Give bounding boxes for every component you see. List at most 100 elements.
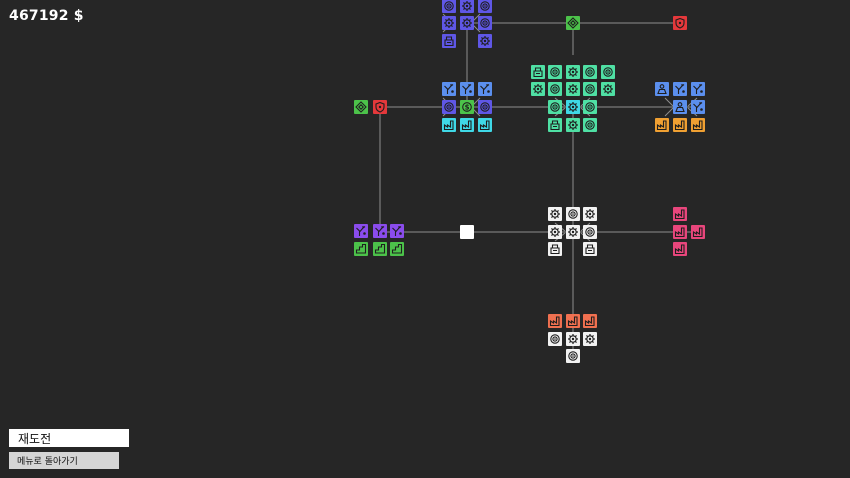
- gear-tile[interactable]: [566, 65, 580, 79]
- factory-icon: [549, 316, 560, 327]
- target-tile[interactable]: [442, 100, 456, 114]
- tree-tile[interactable]: [478, 82, 492, 96]
- empty-node[interactable]: [460, 225, 474, 239]
- factory-tile[interactable]: [478, 118, 492, 132]
- factory-tile[interactable]: [655, 118, 669, 132]
- tree-icon: [480, 84, 490, 94]
- shop-tile[interactable]: [442, 34, 456, 48]
- target-tile[interactable]: [583, 225, 597, 239]
- factory-tile[interactable]: [583, 314, 597, 328]
- shop-tile[interactable]: [548, 242, 562, 256]
- shield-icon: [675, 17, 685, 29]
- gear-icon: [568, 102, 578, 112]
- target-tile[interactable]: [583, 82, 597, 96]
- tree-tile[interactable]: [673, 82, 687, 96]
- person-icon: [657, 84, 667, 95]
- factory-tile[interactable]: [442, 118, 456, 132]
- factory-icon: [692, 120, 703, 131]
- gear-tile[interactable]: [548, 225, 562, 239]
- person-tile[interactable]: [655, 82, 669, 96]
- tree-tile[interactable]: [354, 224, 368, 238]
- gear-tile[interactable]: [601, 82, 615, 96]
- tree-icon: [462, 84, 472, 94]
- target-tile[interactable]: [548, 82, 562, 96]
- shop-tile[interactable]: [548, 118, 562, 132]
- target-tile[interactable]: [583, 65, 597, 79]
- target-tile[interactable]: [566, 349, 580, 363]
- stairs-tile[interactable]: [373, 242, 387, 256]
- factory-tile[interactable]: [691, 225, 705, 239]
- target-tile[interactable]: [548, 332, 562, 346]
- gear-tile[interactable]: [566, 118, 580, 132]
- tree-tile[interactable]: [390, 224, 404, 238]
- tree-tile[interactable]: [442, 82, 456, 96]
- tree-tile[interactable]: [373, 224, 387, 238]
- target-icon: [480, 18, 490, 28]
- retry-button[interactable]: 재도전: [9, 429, 129, 447]
- dollar-icon: $: [462, 102, 472, 112]
- target-tile[interactable]: [442, 0, 456, 13]
- gear-tile[interactable]: [442, 16, 456, 30]
- gear-icon: [480, 36, 490, 46]
- target-tile[interactable]: [548, 65, 562, 79]
- gear-tile[interactable]: [460, 0, 474, 13]
- factory-tile[interactable]: [673, 207, 687, 221]
- gear-tile[interactable]: [531, 82, 545, 96]
- tree-tile[interactable]: [691, 82, 705, 96]
- gear-tile[interactable]: [583, 207, 597, 221]
- target-icon: [585, 120, 595, 130]
- target-tile[interactable]: [583, 118, 597, 132]
- shop-icon: [550, 120, 560, 131]
- tree-tile[interactable]: [691, 100, 705, 114]
- target-tile[interactable]: [478, 0, 492, 13]
- shield-tile[interactable]: [373, 100, 387, 114]
- back-to-menu-button[interactable]: 메뉴로 돌아가기: [9, 452, 119, 469]
- gear-icon: [444, 18, 454, 28]
- gear-icon: [585, 209, 595, 219]
- target-icon: [480, 102, 490, 112]
- target-tile[interactable]: [583, 100, 597, 114]
- factory-tile[interactable]: [460, 118, 474, 132]
- shop-tile[interactable]: [583, 242, 597, 256]
- target-icon: [568, 209, 578, 219]
- target-icon: [603, 67, 613, 77]
- diamond-tile[interactable]: [566, 16, 580, 30]
- gear-tile[interactable]: [460, 16, 474, 30]
- gear-tile[interactable]: [583, 332, 597, 346]
- gear-icon: [550, 209, 560, 219]
- diamond-tile[interactable]: [354, 100, 368, 114]
- gear-icon: [568, 67, 578, 77]
- tree-icon: [675, 84, 685, 94]
- gear-tile[interactable]: [566, 100, 580, 114]
- gear-tile[interactable]: [566, 332, 580, 346]
- target-tile[interactable]: [478, 16, 492, 30]
- target-tile[interactable]: [566, 207, 580, 221]
- person-icon: [675, 102, 685, 113]
- shop-tile[interactable]: [531, 65, 545, 79]
- gear-icon: [533, 84, 543, 94]
- factory-icon: [692, 227, 703, 238]
- gear-icon: [568, 227, 578, 237]
- factory-tile[interactable]: [566, 314, 580, 328]
- gear-tile[interactable]: [566, 225, 580, 239]
- target-tile[interactable]: [548, 100, 562, 114]
- person-tile[interactable]: [673, 100, 687, 114]
- gear-tile[interactable]: [566, 82, 580, 96]
- dollar-tile[interactable]: $: [460, 100, 474, 114]
- factory-tile[interactable]: [691, 118, 705, 132]
- tree-tile[interactable]: [460, 82, 474, 96]
- factory-tile[interactable]: [673, 118, 687, 132]
- gear-tile[interactable]: [478, 34, 492, 48]
- factory-icon: [567, 316, 578, 327]
- stairs-tile[interactable]: [354, 242, 368, 256]
- factory-tile[interactable]: [673, 225, 687, 239]
- shield-tile[interactable]: [673, 16, 687, 30]
- gear-tile[interactable]: [548, 207, 562, 221]
- shield-icon: [375, 101, 385, 113]
- target-tile[interactable]: [601, 65, 615, 79]
- stairs-tile[interactable]: [390, 242, 404, 256]
- factory-tile[interactable]: [548, 314, 562, 328]
- target-tile[interactable]: [478, 100, 492, 114]
- factory-tile[interactable]: [673, 242, 687, 256]
